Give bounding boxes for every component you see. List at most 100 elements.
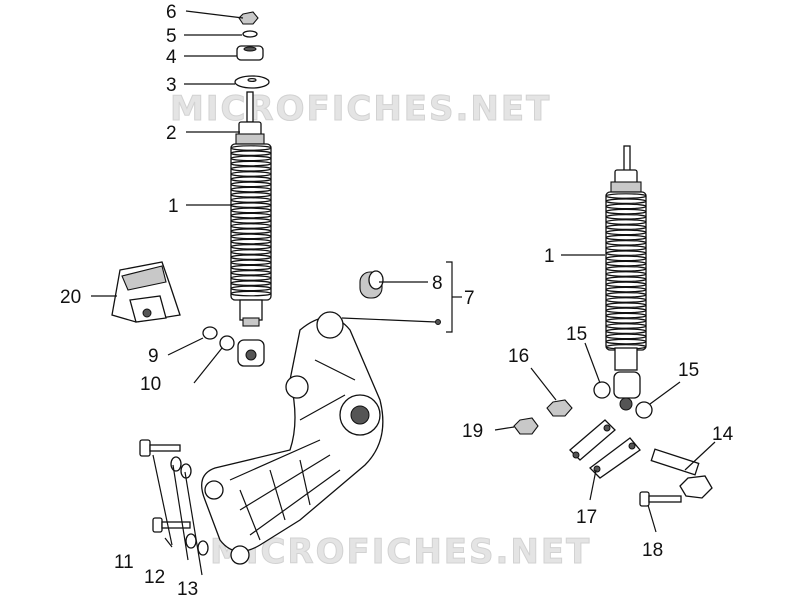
callout-11: 11 — [114, 552, 134, 573]
callout-17: 17 — [576, 507, 597, 528]
spring-coil — [230, 244, 272, 250]
spring-coil — [230, 290, 272, 297]
bracket-20 — [111, 261, 181, 323]
spring-coil — [230, 285, 272, 292]
spring-coil — [605, 219, 647, 225]
spring-coil — [230, 280, 272, 287]
callout-7: 7 — [464, 288, 475, 309]
shock-absorber-right — [605, 145, 647, 411]
callout-3: 3 — [166, 75, 177, 96]
plates-17 — [569, 419, 641, 479]
top-mount-hardware — [234, 11, 270, 89]
callout-1-left: 1 — [168, 196, 179, 217]
spring-coil — [230, 264, 272, 271]
spring-coil — [605, 260, 647, 267]
spring-coil — [230, 207, 272, 214]
callout-18: 18 — [642, 540, 663, 561]
spring-coil — [230, 197, 272, 203]
callout-5: 5 — [166, 26, 177, 47]
spring-coil — [605, 193, 647, 199]
callout-13: 13 — [177, 579, 198, 600]
spring-coil — [605, 214, 647, 220]
spring-coil — [605, 198, 647, 205]
spring-coil — [605, 323, 647, 329]
spring-coil — [605, 208, 647, 215]
spring-coil — [230, 192, 272, 198]
spring-coil — [605, 302, 647, 309]
spring-coil — [605, 240, 647, 246]
spring-coil — [605, 203, 647, 210]
bolt-14 — [650, 448, 713, 499]
spring-coil — [605, 307, 647, 314]
spring-coil — [230, 269, 272, 276]
bushing-15-pair — [593, 381, 653, 419]
callout-6: 6 — [166, 2, 177, 23]
callout-12: 12 — [144, 567, 165, 588]
callout-8: 8 — [432, 273, 443, 294]
callout-4: 4 — [166, 47, 177, 68]
spring-coil — [605, 276, 647, 283]
spring-coil — [605, 333, 647, 340]
callout-14: 14 — [712, 424, 734, 445]
watermark-bottom: MICROFICHES.NET — [210, 532, 591, 572]
spring-coil — [605, 271, 647, 277]
spring-coil — [230, 218, 272, 224]
callout-15-left: 15 — [566, 324, 587, 345]
spring-coil — [605, 250, 647, 257]
spring-coil — [230, 259, 272, 266]
spring-coil — [605, 297, 647, 303]
leader-lines — [91, 10, 716, 576]
callout-19: 19 — [462, 421, 483, 442]
spring-coil — [230, 155, 272, 162]
spring-coil — [230, 181, 272, 188]
spring-coil — [605, 281, 647, 288]
spring-coil — [230, 171, 272, 177]
spring-coil — [230, 150, 272, 157]
spring-coil — [605, 338, 647, 345]
spring-coil — [230, 186, 272, 193]
spring-coil — [230, 223, 272, 229]
callout-16: 16 — [508, 346, 529, 367]
spring-coil — [605, 265, 647, 272]
callout-20: 20 — [60, 287, 81, 308]
nut-19 — [513, 417, 539, 435]
spring-coil — [605, 255, 647, 262]
spring-coil — [230, 176, 272, 183]
washer-10 — [219, 335, 235, 351]
watermark-top: MICROFICHES.NET — [170, 89, 551, 129]
callout-9: 9 — [148, 346, 159, 367]
spring-coil — [605, 245, 647, 251]
washer-9 — [202, 326, 218, 340]
spring-coil — [605, 291, 647, 298]
bolt-11 — [139, 439, 181, 457]
callout-2: 2 — [166, 123, 177, 144]
washer-5 — [242, 30, 258, 38]
part-7-marker — [435, 319, 441, 325]
spring-coil — [230, 275, 272, 281]
spring-coil — [230, 160, 272, 167]
spring-coil — [605, 328, 647, 335]
callout-1-right: 1 — [544, 246, 555, 267]
spring-coil — [605, 312, 647, 319]
spring-coil — [605, 234, 647, 241]
spring-coil — [605, 286, 647, 293]
callout-10: 10 — [140, 374, 161, 395]
spring-coil — [230, 145, 272, 151]
spring-coil — [230, 212, 272, 219]
washer-12 — [170, 456, 182, 472]
spring-coil — [230, 233, 272, 240]
spring-coil — [605, 224, 647, 231]
spring-coil — [230, 249, 272, 255]
spring-coil — [230, 238, 272, 245]
bush-8 — [359, 270, 384, 299]
bolt-11-lower — [152, 517, 191, 533]
bolt-18 — [639, 491, 682, 507]
bushing-4 — [236, 45, 264, 61]
spring-coil — [230, 166, 272, 172]
callout-15-right: 15 — [678, 360, 699, 381]
spring-coil — [605, 317, 647, 324]
shock-absorber-left — [230, 91, 272, 367]
swing-arm — [201, 311, 384, 565]
spring-coil — [230, 228, 272, 235]
